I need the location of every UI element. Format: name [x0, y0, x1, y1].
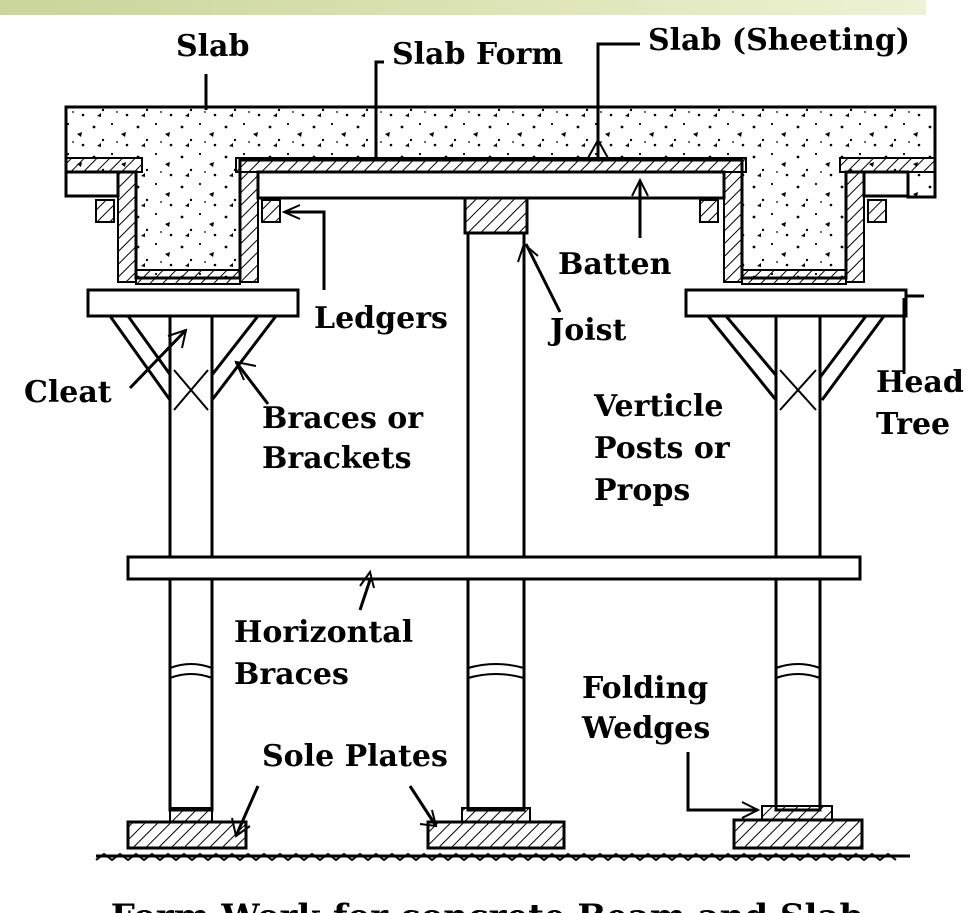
label-head-line1: Head — [876, 365, 964, 400]
label-slab-form: Slab Form — [392, 37, 563, 72]
label-joist: Joist — [547, 313, 626, 348]
label-folding-line2: Wedges — [581, 711, 710, 746]
label-braces-line2: Brackets — [262, 441, 412, 476]
head-tree-right — [684, 288, 908, 401]
label-folding-line1: Folding — [582, 671, 708, 706]
joist-block — [463, 196, 529, 235]
label-head-line2: Tree — [876, 407, 950, 442]
label-sole-plates: Sole Plates — [262, 739, 448, 774]
slab-form — [65, 157, 936, 285]
ground-hatch — [95, 852, 897, 862]
label-horizontal-line1: Horizontal — [234, 615, 413, 650]
label-slab: Slab — [176, 29, 249, 64]
leader-lines — [128, 42, 924, 838]
horizontal-brace — [126, 555, 862, 581]
top-accent-bar — [0, 0, 926, 15]
label-posts-line3: Props — [594, 473, 690, 508]
head-tree-left — [86, 288, 300, 401]
label-ledgers: Ledgers — [314, 301, 448, 336]
ledgers — [95, 199, 887, 223]
label-cleat: Cleat — [24, 375, 112, 410]
vertical-posts — [168, 231, 822, 812]
diagram-caption: Form Work for concrete Beam and Slab — [111, 897, 864, 913]
label-braces-line1: Braces or — [262, 401, 424, 436]
label-posts-line1: Verticle — [593, 389, 723, 424]
label-slab-sheeting: Slab (Sheeting) — [648, 23, 910, 58]
sole-plates — [126, 818, 864, 850]
label-batten: Batten — [558, 247, 672, 282]
label-horizontal-line2: Braces — [234, 657, 349, 692]
label-posts-line2: Posts or — [594, 431, 731, 466]
